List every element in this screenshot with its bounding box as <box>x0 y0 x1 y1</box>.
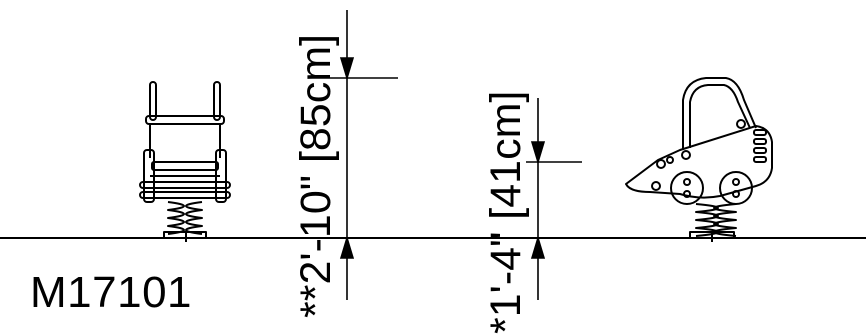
total-height-label: **2'-10" [85cm] <box>292 34 340 318</box>
model-number-label: M17101 <box>30 268 193 317</box>
seat-height-label: *1'-4" [41cm] <box>482 91 530 334</box>
seat-height-dimension <box>526 98 582 300</box>
front-view-figure <box>139 81 231 242</box>
total-height-dimension <box>330 10 398 300</box>
side-view-figure <box>625 77 773 242</box>
